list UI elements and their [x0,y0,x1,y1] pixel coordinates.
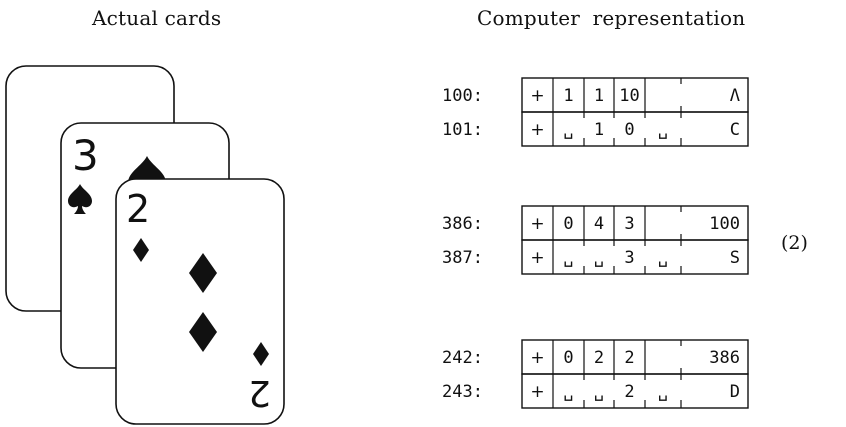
field-value: 100 [709,214,740,234]
sign-field: + [530,86,544,106]
field-value: ␣ [658,120,668,140]
memory-address: 387: [442,248,483,268]
field-value: 1 [563,86,573,106]
diamond-icon [133,238,149,262]
diamond-icon [253,342,269,366]
field-value: ␣ [594,382,604,402]
field-value: ␣ [658,248,668,268]
memory-word-box [521,239,749,275]
memory-address: 243: [442,382,483,402]
field-value: C [730,120,740,140]
field-value: S [730,248,740,268]
field-value: ␣ [658,382,668,402]
field-value: 3 [624,248,634,268]
memory-address: 386: [442,214,483,234]
sign-field: + [530,214,544,234]
sign-field: + [530,120,544,140]
equation-number: (2) [781,232,808,254]
field-value: 3 [624,214,634,234]
sign-field: + [530,348,544,368]
field-value: 0 [624,120,634,140]
memory-address: 100: [442,86,483,106]
actual-cards-heading: Actual cards [92,6,222,30]
field-value: 0 [563,214,573,234]
field-value: 2 [624,348,634,368]
memory-address: 242: [442,348,483,368]
card-two-rank-rotated: 2 [248,372,271,413]
memory-word-box [521,111,749,147]
card-three-rank: 3 [72,131,99,180]
field-value: 1 [594,120,604,140]
card-two-of-diamonds: 2 2 [115,178,285,425]
memory-address: 101: [442,120,483,140]
field-value: ␣ [563,120,573,140]
sign-field: + [530,382,544,402]
field-value: 10 [619,86,639,106]
memory-word-box [521,373,749,409]
field-value: Λ [730,86,740,106]
field-value: ␣ [594,248,604,268]
field-value: 1 [594,86,604,106]
computer-representation-heading: Computer representation [477,6,746,30]
field-value: 2 [624,382,634,402]
field-value: 386 [709,348,740,368]
diamond-icon [189,253,217,293]
field-value: 4 [594,214,604,234]
field-value: 0 [563,348,573,368]
field-value: ␣ [563,248,573,268]
card-two-rank: 2 [126,187,150,231]
sign-field: + [530,248,544,268]
field-value: 2 [594,348,604,368]
spade-icon [68,184,92,214]
diamond-icon [189,312,217,352]
field-value: D [730,382,740,402]
field-value: ␣ [563,382,573,402]
